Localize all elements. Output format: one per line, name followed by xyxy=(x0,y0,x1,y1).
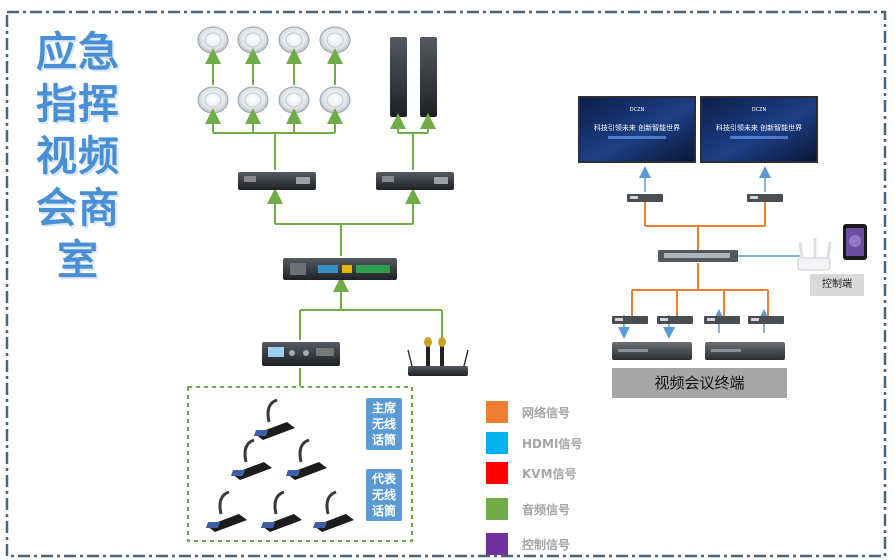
conference-mic-area xyxy=(187,386,413,542)
delegate-mic-tag: 代表 无线 话筒 xyxy=(366,469,402,521)
legend-label: 网络信号 xyxy=(522,405,571,420)
video-terminal-label: 视频会议终端 xyxy=(612,368,787,398)
power-amplifier xyxy=(376,172,454,190)
ceiling-speakers xyxy=(197,26,351,114)
chairman-mic-icon xyxy=(253,398,295,440)
title-line: 指挥 xyxy=(36,80,120,128)
svg-text:科技引领未来 创新智能世界: 科技引领未来 创新智能世界 xyxy=(716,123,802,132)
video-encoder xyxy=(612,316,648,324)
audio-lines xyxy=(205,48,443,386)
delegate-mic-icon xyxy=(285,438,327,480)
video-decoder xyxy=(747,194,783,202)
column-speakers xyxy=(390,37,437,117)
delegate-mic-icon xyxy=(205,490,247,532)
display-screen: DCZN 科技引领未来 创新智能世界 xyxy=(700,96,818,163)
tag-line: 话筒 xyxy=(371,433,396,447)
tag-line: 无线 xyxy=(371,417,396,431)
audio-processor xyxy=(283,258,397,280)
legend-swatch xyxy=(486,533,508,555)
legend-swatch xyxy=(486,432,508,454)
tag-line: 主席 xyxy=(371,401,396,415)
title-line: 视频 xyxy=(36,132,120,180)
legend-network: 网络信号 xyxy=(486,401,570,423)
column-speaker-icon xyxy=(420,37,437,117)
delegate-mic-icon xyxy=(312,490,354,532)
ceiling-speaker-icon xyxy=(319,26,351,54)
tag-line: 话筒 xyxy=(371,504,396,518)
delegate-mic-icon xyxy=(230,438,272,480)
outer-border xyxy=(5,10,887,558)
legend-hdmi: HDMI信号 xyxy=(486,432,582,454)
ceiling-speaker-icon xyxy=(237,26,269,54)
svg-text:DCZN: DCZN xyxy=(630,107,645,113)
tablet-icon xyxy=(843,224,867,260)
video-encoder xyxy=(657,316,693,324)
ceiling-speaker-icon xyxy=(197,26,229,54)
conference-terminal xyxy=(612,342,692,360)
power-amplifier xyxy=(238,172,316,190)
legend-swatch xyxy=(486,401,508,423)
ceiling-speaker-icon xyxy=(237,86,269,114)
wifi-router-icon xyxy=(797,238,832,271)
tag-line: 代表 xyxy=(371,472,396,486)
legend-swatch xyxy=(486,498,508,520)
video-decoder xyxy=(627,194,663,202)
ceiling-speaker-icon xyxy=(319,86,351,114)
column-speaker-icon xyxy=(390,37,407,117)
conference-terminal xyxy=(705,342,785,360)
network-switch xyxy=(658,250,738,262)
network-lines xyxy=(631,202,769,316)
display-screen: DCZN 科技引领未来 创新智能世界 xyxy=(578,96,696,163)
ceiling-speaker-icon xyxy=(278,86,310,114)
chairman-mic-tag: 主席 无线 话筒 xyxy=(366,398,402,450)
legend-label: HDMI信号 xyxy=(522,436,583,451)
tag-line: 无线 xyxy=(371,488,396,502)
legend-control: 控制信号 xyxy=(486,533,570,555)
wireless-mic-receiver xyxy=(262,342,340,366)
handheld-mic-set xyxy=(407,337,469,376)
title-line: 室 xyxy=(57,236,99,284)
legend-label: 控制信号 xyxy=(522,537,571,552)
legend-swatch xyxy=(486,462,508,484)
page-title: 应急 指挥 视频 会商 室 xyxy=(28,26,128,286)
conference-mics xyxy=(205,398,354,532)
title-line: 会商 xyxy=(36,184,120,232)
svg-text:科技引领未来 创新智能世界: 科技引领未来 创新智能世界 xyxy=(594,123,680,132)
delegate-mic-icon xyxy=(260,490,302,532)
ceiling-speaker-icon xyxy=(278,26,310,54)
title-line: 应急 xyxy=(36,28,120,76)
control-label: 控制端 xyxy=(810,274,864,296)
video-encoders xyxy=(612,316,784,324)
legend-audio: 音频信号 xyxy=(486,498,570,520)
legend-label: 音频信号 xyxy=(522,502,571,517)
legend-kvm: KVM信号 xyxy=(486,462,577,484)
video-encoder xyxy=(704,316,740,324)
video-encoder xyxy=(748,316,784,324)
ceiling-speaker-icon xyxy=(197,86,229,114)
legend-label: KVM信号 xyxy=(522,466,577,481)
svg-text:DCZN: DCZN xyxy=(752,107,767,113)
